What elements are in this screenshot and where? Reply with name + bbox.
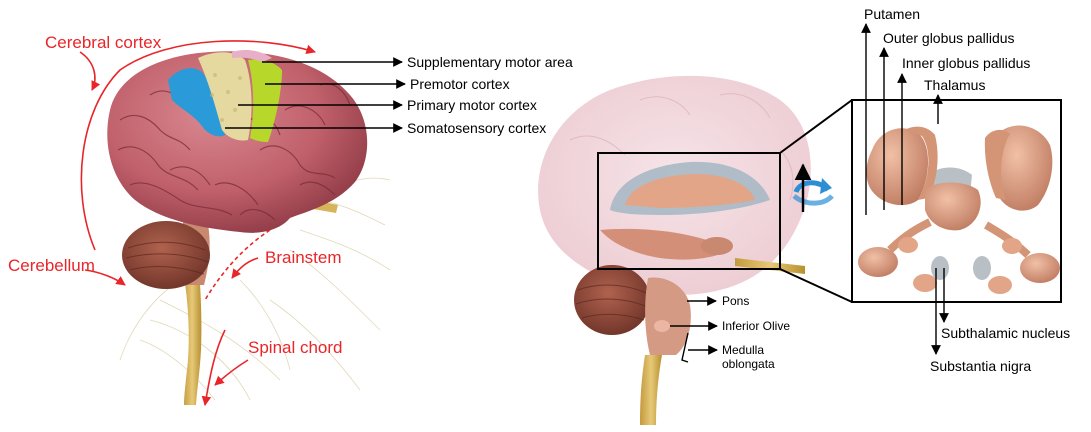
- label-outer-globus-pallidus: Outer globus pallidus: [883, 30, 1015, 46]
- spinal-cord: [183, 270, 201, 405]
- label-inferior-olive: Inferior Olive: [722, 319, 790, 333]
- label-spinal-chord: Spinal chord: [248, 338, 343, 358]
- cerebellum: [122, 221, 210, 289]
- zoom-connector-bottom: [780, 269, 852, 302]
- brainstem-arrow: [232, 258, 258, 278]
- label-cerebellum: Cerebellum: [8, 256, 95, 276]
- label-substantia-nigra: Substantia nigra: [930, 358, 1031, 374]
- label-cerebral-cortex: Cerebral cortex: [45, 33, 161, 53]
- label-subthalamic-nucleus: Subthalamic nucleus: [941, 325, 1070, 341]
- label-primary-motor-cortex: Primary motor cortex: [407, 97, 537, 113]
- label-pons: Pons: [722, 294, 749, 308]
- label-medulla-oblongata: Medulla oblongata: [722, 343, 800, 371]
- middle-cerebellum: [574, 265, 650, 335]
- spinal-arrow: [215, 360, 248, 385]
- label-brainstem: Brainstem: [265, 248, 342, 268]
- label-inner-globus-pallidus: Inner globus pallidus: [902, 55, 1030, 71]
- label-supplementary-motor-area: Supplementary motor area: [407, 54, 573, 70]
- middle-brain-illustration: [538, 76, 811, 425]
- spinal-bracket: [205, 330, 225, 405]
- label-thalamus: Thalamus: [924, 77, 985, 93]
- cortex-curl-arrow: [80, 52, 95, 90]
- middle-spinal-cord: [640, 355, 662, 425]
- label-somatosensory-cortex: Somatosensory cortex: [407, 120, 546, 136]
- label-putamen: Putamen: [864, 6, 920, 22]
- brainstem-bracket: [205, 230, 270, 300]
- label-premotor-cortex: Premotor cortex: [410, 76, 510, 92]
